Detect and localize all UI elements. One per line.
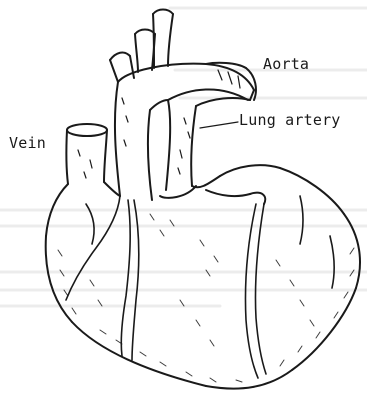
- label-lung-artery: Lung artery: [239, 113, 341, 128]
- coronary-vessels: [66, 196, 334, 378]
- lung-artery-leader: [200, 122, 238, 128]
- show-through-texture: [0, 8, 367, 306]
- label-aorta: Aorta: [263, 57, 309, 72]
- label-vein: Vein: [9, 136, 46, 151]
- lung-artery: [160, 98, 250, 198]
- heart-body: [46, 165, 360, 388]
- ascending-aorta: [115, 82, 168, 200]
- vein: [66, 124, 107, 184]
